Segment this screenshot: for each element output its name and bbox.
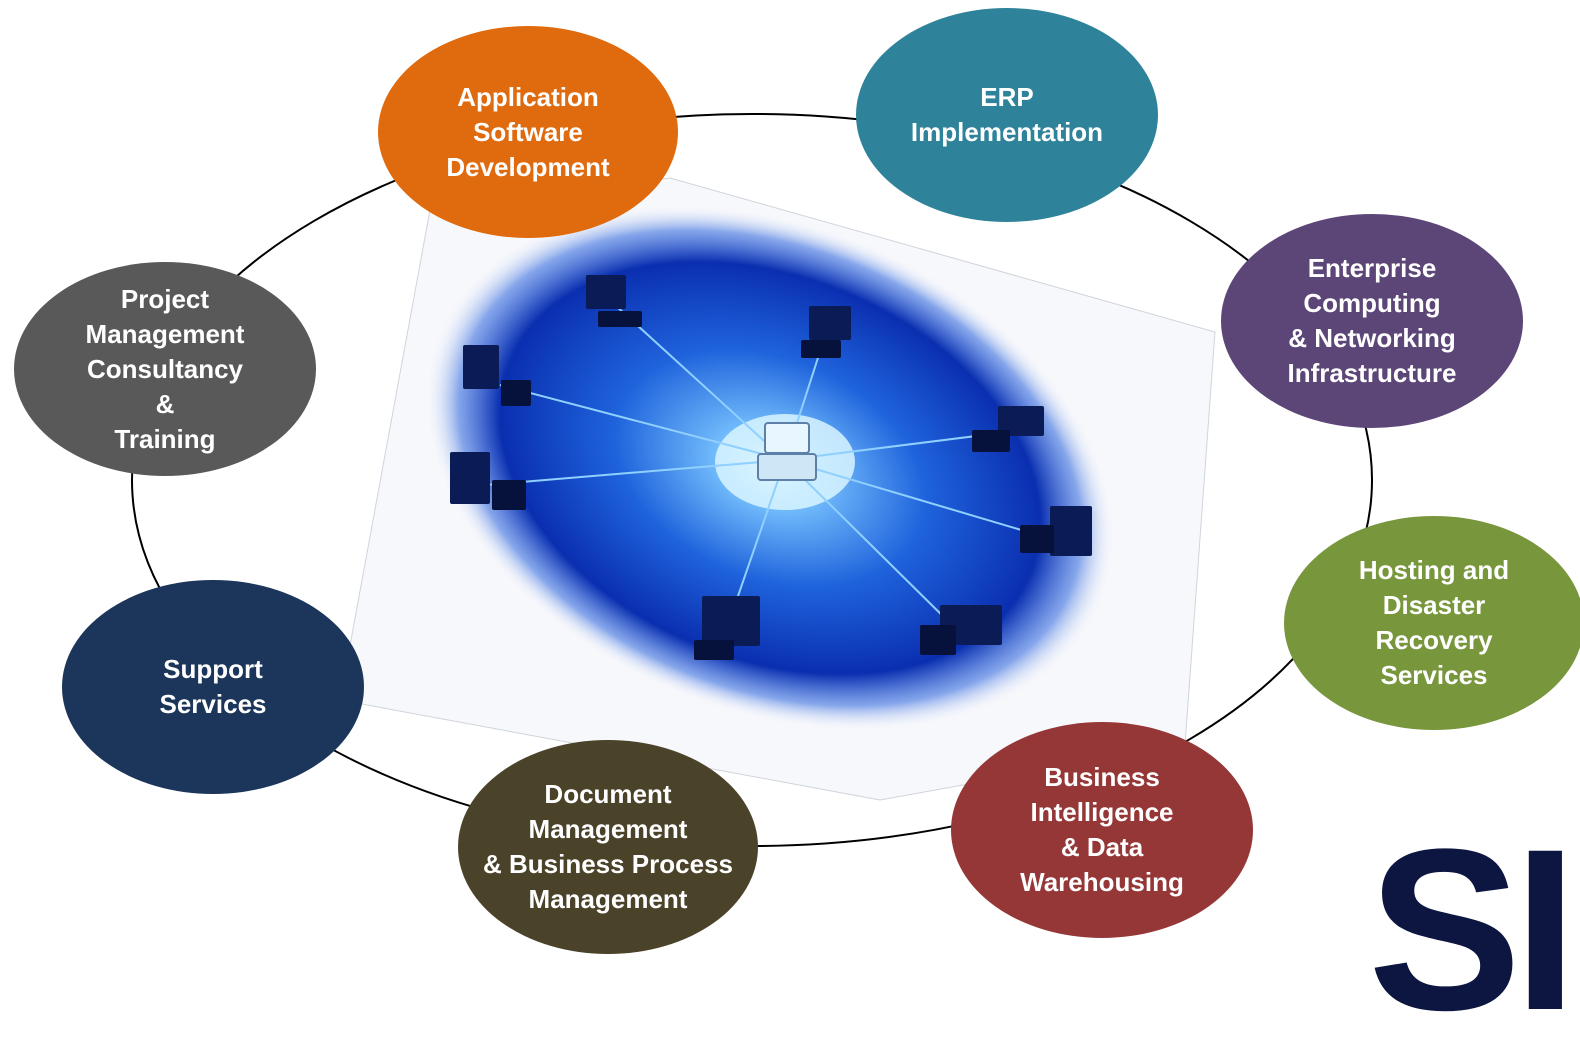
peripheral-computer	[801, 306, 851, 358]
service-node-document-management: Document Management & Business Process M…	[458, 740, 758, 954]
service-node-erp-implementation: ERP Implementation	[856, 8, 1158, 222]
network-link	[784, 459, 1056, 541]
service-node-hosting-disaster-recovery: Hosting and Disaster Recovery Services	[1284, 516, 1580, 730]
peripheral-computer	[694, 596, 760, 660]
service-node-business-intelligence: Business Intelligence & Data Warehousing	[951, 722, 1253, 938]
service-label: Business Intelligence & Data Warehousing	[1020, 762, 1184, 897]
peripheral-computer	[586, 275, 642, 327]
network-link	[784, 459, 961, 634]
hub-computer	[757, 422, 817, 481]
network-link	[614, 304, 786, 461]
peripheral-computer	[450, 452, 526, 510]
service-label: Enterprise Computing & Networking Infras…	[1287, 253, 1457, 388]
service-label: Support Services	[159, 654, 267, 719]
service-node-project-management: Project Management Consultancy & Trainin…	[14, 262, 316, 476]
service-label: Hosting and Disaster Recovery Services	[1358, 555, 1510, 690]
peripheral-computer	[972, 406, 1044, 452]
service-label: Application Software Development	[446, 81, 610, 182]
peripheral-computer	[1020, 506, 1092, 556]
diagram-canvas	[131, 113, 1373, 847]
service-label: Document Management & Business Process M…	[482, 779, 733, 914]
company-logo: SII	[1368, 801, 1580, 1058]
service-node-enterprise-computing: Enterprise Computing & Networking Infras…	[1221, 214, 1523, 428]
service-label: Project Management Consultancy & Trainin…	[85, 283, 245, 454]
network-link	[499, 384, 786, 461]
network-of-computers-image	[339, 177, 1216, 801]
network-link	[784, 431, 1009, 461]
peripheral-computer	[463, 345, 531, 406]
service-label: ERP Implementation	[910, 82, 1104, 147]
peripheral-computer	[920, 605, 1002, 655]
service-node-support-services: Support Services	[62, 580, 364, 794]
service-node-application-software-development: Application Software Development	[378, 26, 678, 238]
network-link	[484, 459, 786, 486]
